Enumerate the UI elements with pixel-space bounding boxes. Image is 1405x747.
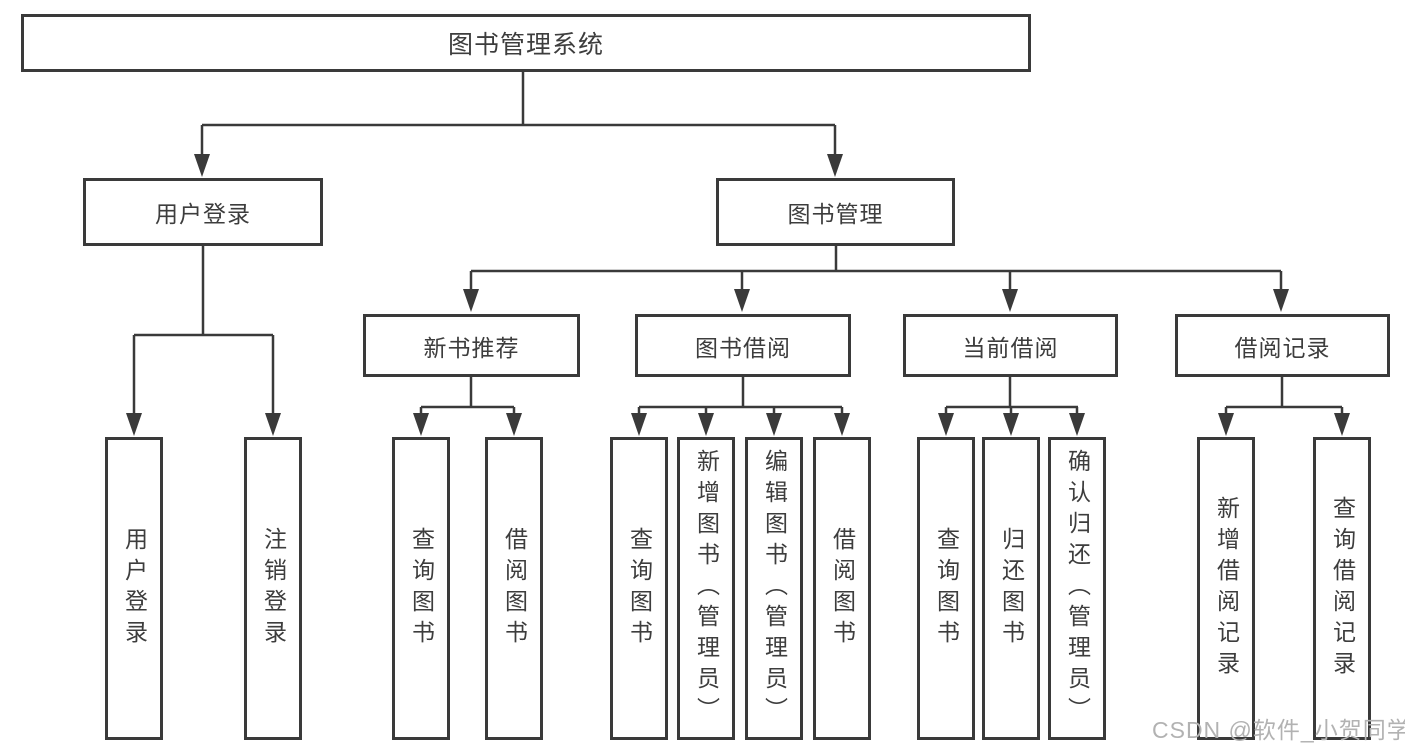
node-query-books: 查询图书: [917, 437, 975, 740]
csdn-watermark: CSDN @软件_小贺同学: [1152, 717, 1405, 743]
node-add-books-admin: 新增图书（管理员）: [677, 437, 735, 740]
node-book-management: 图书管理: [716, 178, 955, 246]
arrowhead-icons: [126, 154, 1350, 436]
node-return-books: 归还图书: [982, 437, 1040, 740]
node-borrow-books: 借阅图书: [813, 437, 871, 740]
node-root-system: 图书管理系统: [21, 14, 1031, 72]
node-edit-books-admin: 编辑图书（管理员）: [745, 437, 803, 740]
node-book-borrow: 图书借阅: [635, 314, 851, 377]
node-query-borrow-record: 查询借阅记录: [1313, 437, 1371, 740]
node-logout: 注销登录: [244, 437, 302, 740]
node-add-borrow-record: 新增借阅记录: [1197, 437, 1255, 740]
node-user-login: 用户登录: [83, 178, 323, 246]
node-query-books: 查询图书: [392, 437, 450, 740]
node-query-books: 查询图书: [610, 437, 668, 740]
node-borrow-books: 借阅图书: [485, 437, 543, 740]
node-confirm-return-admin: 确认归还（管理员）: [1048, 437, 1106, 740]
node-user-login-leaf: 用户登录: [105, 437, 163, 740]
node-new-book-recommend: 新书推荐: [363, 314, 580, 377]
node-borrow-records: 借阅记录: [1175, 314, 1390, 377]
node-current-borrow: 当前借阅: [903, 314, 1118, 377]
